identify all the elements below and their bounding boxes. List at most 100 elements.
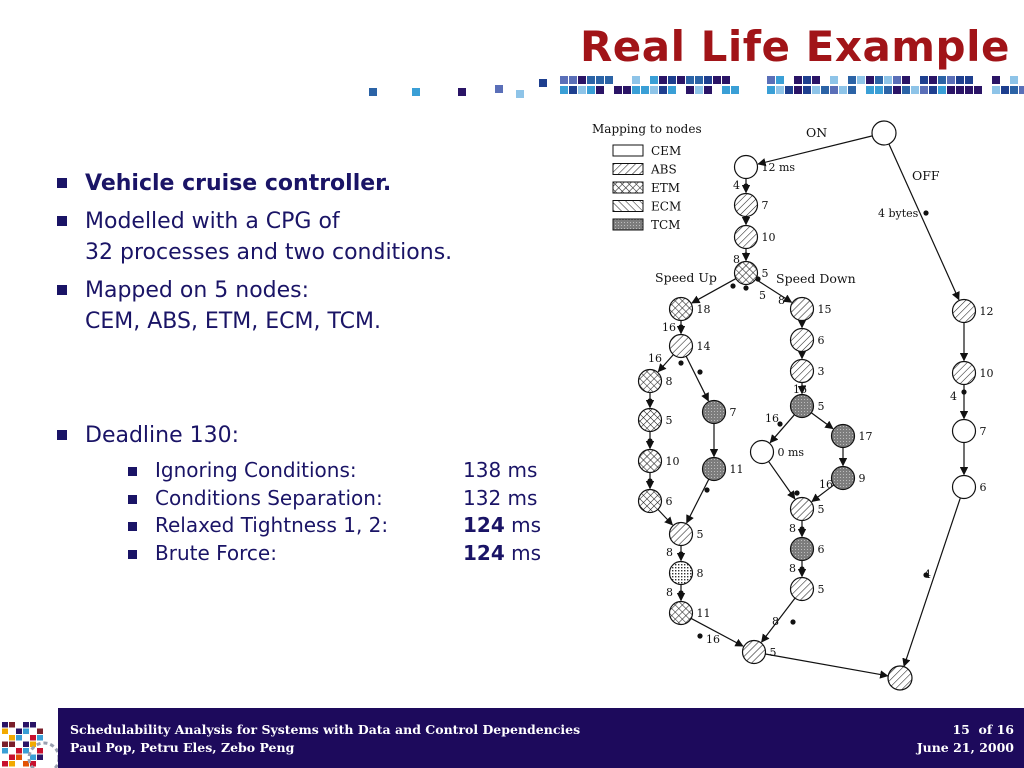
pixel-square xyxy=(902,86,910,94)
logo-tile xyxy=(16,754,22,760)
message-dot xyxy=(777,421,783,427)
edge-weight-label: 16 xyxy=(648,352,662,365)
result-number: 132 xyxy=(463,485,502,510)
logo-tile xyxy=(37,748,43,754)
pixel-square xyxy=(767,86,775,94)
message-dot xyxy=(923,572,929,578)
process-node-n11a xyxy=(701,456,727,482)
pixel-square xyxy=(794,76,802,84)
pixel-square xyxy=(893,86,901,94)
pixel-square xyxy=(704,86,712,94)
pixel-square xyxy=(686,76,694,84)
logo-tile xyxy=(23,761,29,767)
pixel-square xyxy=(722,76,730,84)
logo-tile xyxy=(9,722,15,728)
pixel-square xyxy=(965,86,973,94)
process-node-n5d xyxy=(741,639,767,665)
legend-swatch-tcm xyxy=(612,218,644,231)
pixel-square xyxy=(929,86,937,94)
process-node-n11b xyxy=(668,600,694,626)
process-node-n12r xyxy=(951,298,977,324)
message-dot xyxy=(647,438,653,444)
pixel-square xyxy=(821,86,829,94)
message-dot xyxy=(799,566,805,572)
pixel-square xyxy=(704,76,712,84)
result-label: Ignoring Conditions: xyxy=(155,458,357,482)
pixel-square xyxy=(695,86,703,94)
pixel-square xyxy=(1010,86,1018,94)
process-label: 6 xyxy=(980,481,987,494)
message-dot xyxy=(647,398,653,404)
slide-title: Real Life Example xyxy=(579,22,1010,71)
process-node-n5g xyxy=(789,576,815,602)
decorative-pixel-bar xyxy=(369,76,1024,98)
edge-weight-label: 16 xyxy=(662,321,676,334)
result-value: 138 ms xyxy=(463,457,537,485)
logo-tile xyxy=(30,735,36,741)
result-unit: ms xyxy=(511,513,542,537)
message-dot xyxy=(704,487,710,493)
pixel-square xyxy=(875,76,883,84)
bullet-vehicle-cruise-controller: Vehicle cruise controller. xyxy=(55,168,452,199)
pixel-square xyxy=(605,76,613,84)
process-label: 18 xyxy=(697,303,711,316)
pixel-square xyxy=(803,76,811,84)
message-dot xyxy=(678,360,684,366)
process-node-n10r xyxy=(951,360,977,386)
message-dot xyxy=(678,551,684,557)
pixel-square xyxy=(956,86,964,94)
cpg-edge xyxy=(657,508,674,526)
pixel-square xyxy=(614,86,622,94)
process-node-n5e xyxy=(789,393,815,419)
edge-weight-label: 5 xyxy=(759,289,766,302)
edge-weight-label: 16 xyxy=(819,478,833,491)
cpg-edge xyxy=(685,356,709,402)
pixel-square xyxy=(938,86,946,94)
process-label: 8 xyxy=(666,375,673,388)
pixel-square xyxy=(587,76,595,84)
result-value: 132 ms xyxy=(463,485,537,513)
process-node-n3 xyxy=(789,358,815,384)
condition-label-speed_down: Speed Down xyxy=(776,271,856,286)
results-list: Ignoring Conditions: 138 ms Conditions S… xyxy=(128,457,541,567)
footer-bar: Schedulability Analysis for Systems with… xyxy=(0,708,1024,768)
process-label: 14 xyxy=(697,340,711,353)
process-label: 9 xyxy=(859,472,866,485)
edge-weight-label: 16 xyxy=(765,412,779,425)
result-label: Conditions Separation: xyxy=(155,485,383,510)
pixel-square xyxy=(893,76,901,84)
cpg-edge xyxy=(686,478,710,524)
pixel-square xyxy=(947,76,955,84)
cpg-edge xyxy=(768,461,796,500)
bullet-mapped-on-nodes: Mapped on 5 nodes: CEM, ABS, ETM, ECM, T… xyxy=(55,275,452,337)
pixel-square xyxy=(830,76,838,84)
edge-weight-label: 8 xyxy=(789,562,796,575)
legend-swatch-cem xyxy=(612,144,644,157)
edge-weight-label: 8 xyxy=(772,615,779,628)
pixel-square xyxy=(596,86,604,94)
process-label: 5 xyxy=(818,503,825,516)
result-unit: ms xyxy=(507,458,538,482)
pixel-square xyxy=(920,86,928,94)
edge-weight-label: 16 xyxy=(706,633,720,646)
pixel-square xyxy=(929,76,937,84)
cpg-edge xyxy=(902,497,961,667)
pixel-square xyxy=(713,76,721,84)
edge-weight-label: 8 xyxy=(778,294,785,307)
bullet-text: Mapped on 5 nodes: CEM, ABS, ETM, ECM, T… xyxy=(85,278,381,334)
process-node-n5b xyxy=(637,407,663,433)
bullet-text: Modelled with a CPG of 32 processes and … xyxy=(85,209,453,265)
pixel-square xyxy=(495,85,503,93)
logo-tile xyxy=(30,754,36,760)
process-label: 3 xyxy=(818,365,825,378)
edge-weight-label: 4 xyxy=(733,179,740,192)
pixel-square xyxy=(794,86,802,94)
process-node-n7a xyxy=(733,192,759,218)
process-node-n7b xyxy=(701,399,727,425)
message-dot xyxy=(697,633,703,639)
pixel-square xyxy=(587,86,595,94)
legend-swatch-etm xyxy=(612,181,644,194)
process-node-src xyxy=(871,120,897,146)
message-dot xyxy=(923,210,929,216)
pixel-square xyxy=(1010,76,1018,84)
